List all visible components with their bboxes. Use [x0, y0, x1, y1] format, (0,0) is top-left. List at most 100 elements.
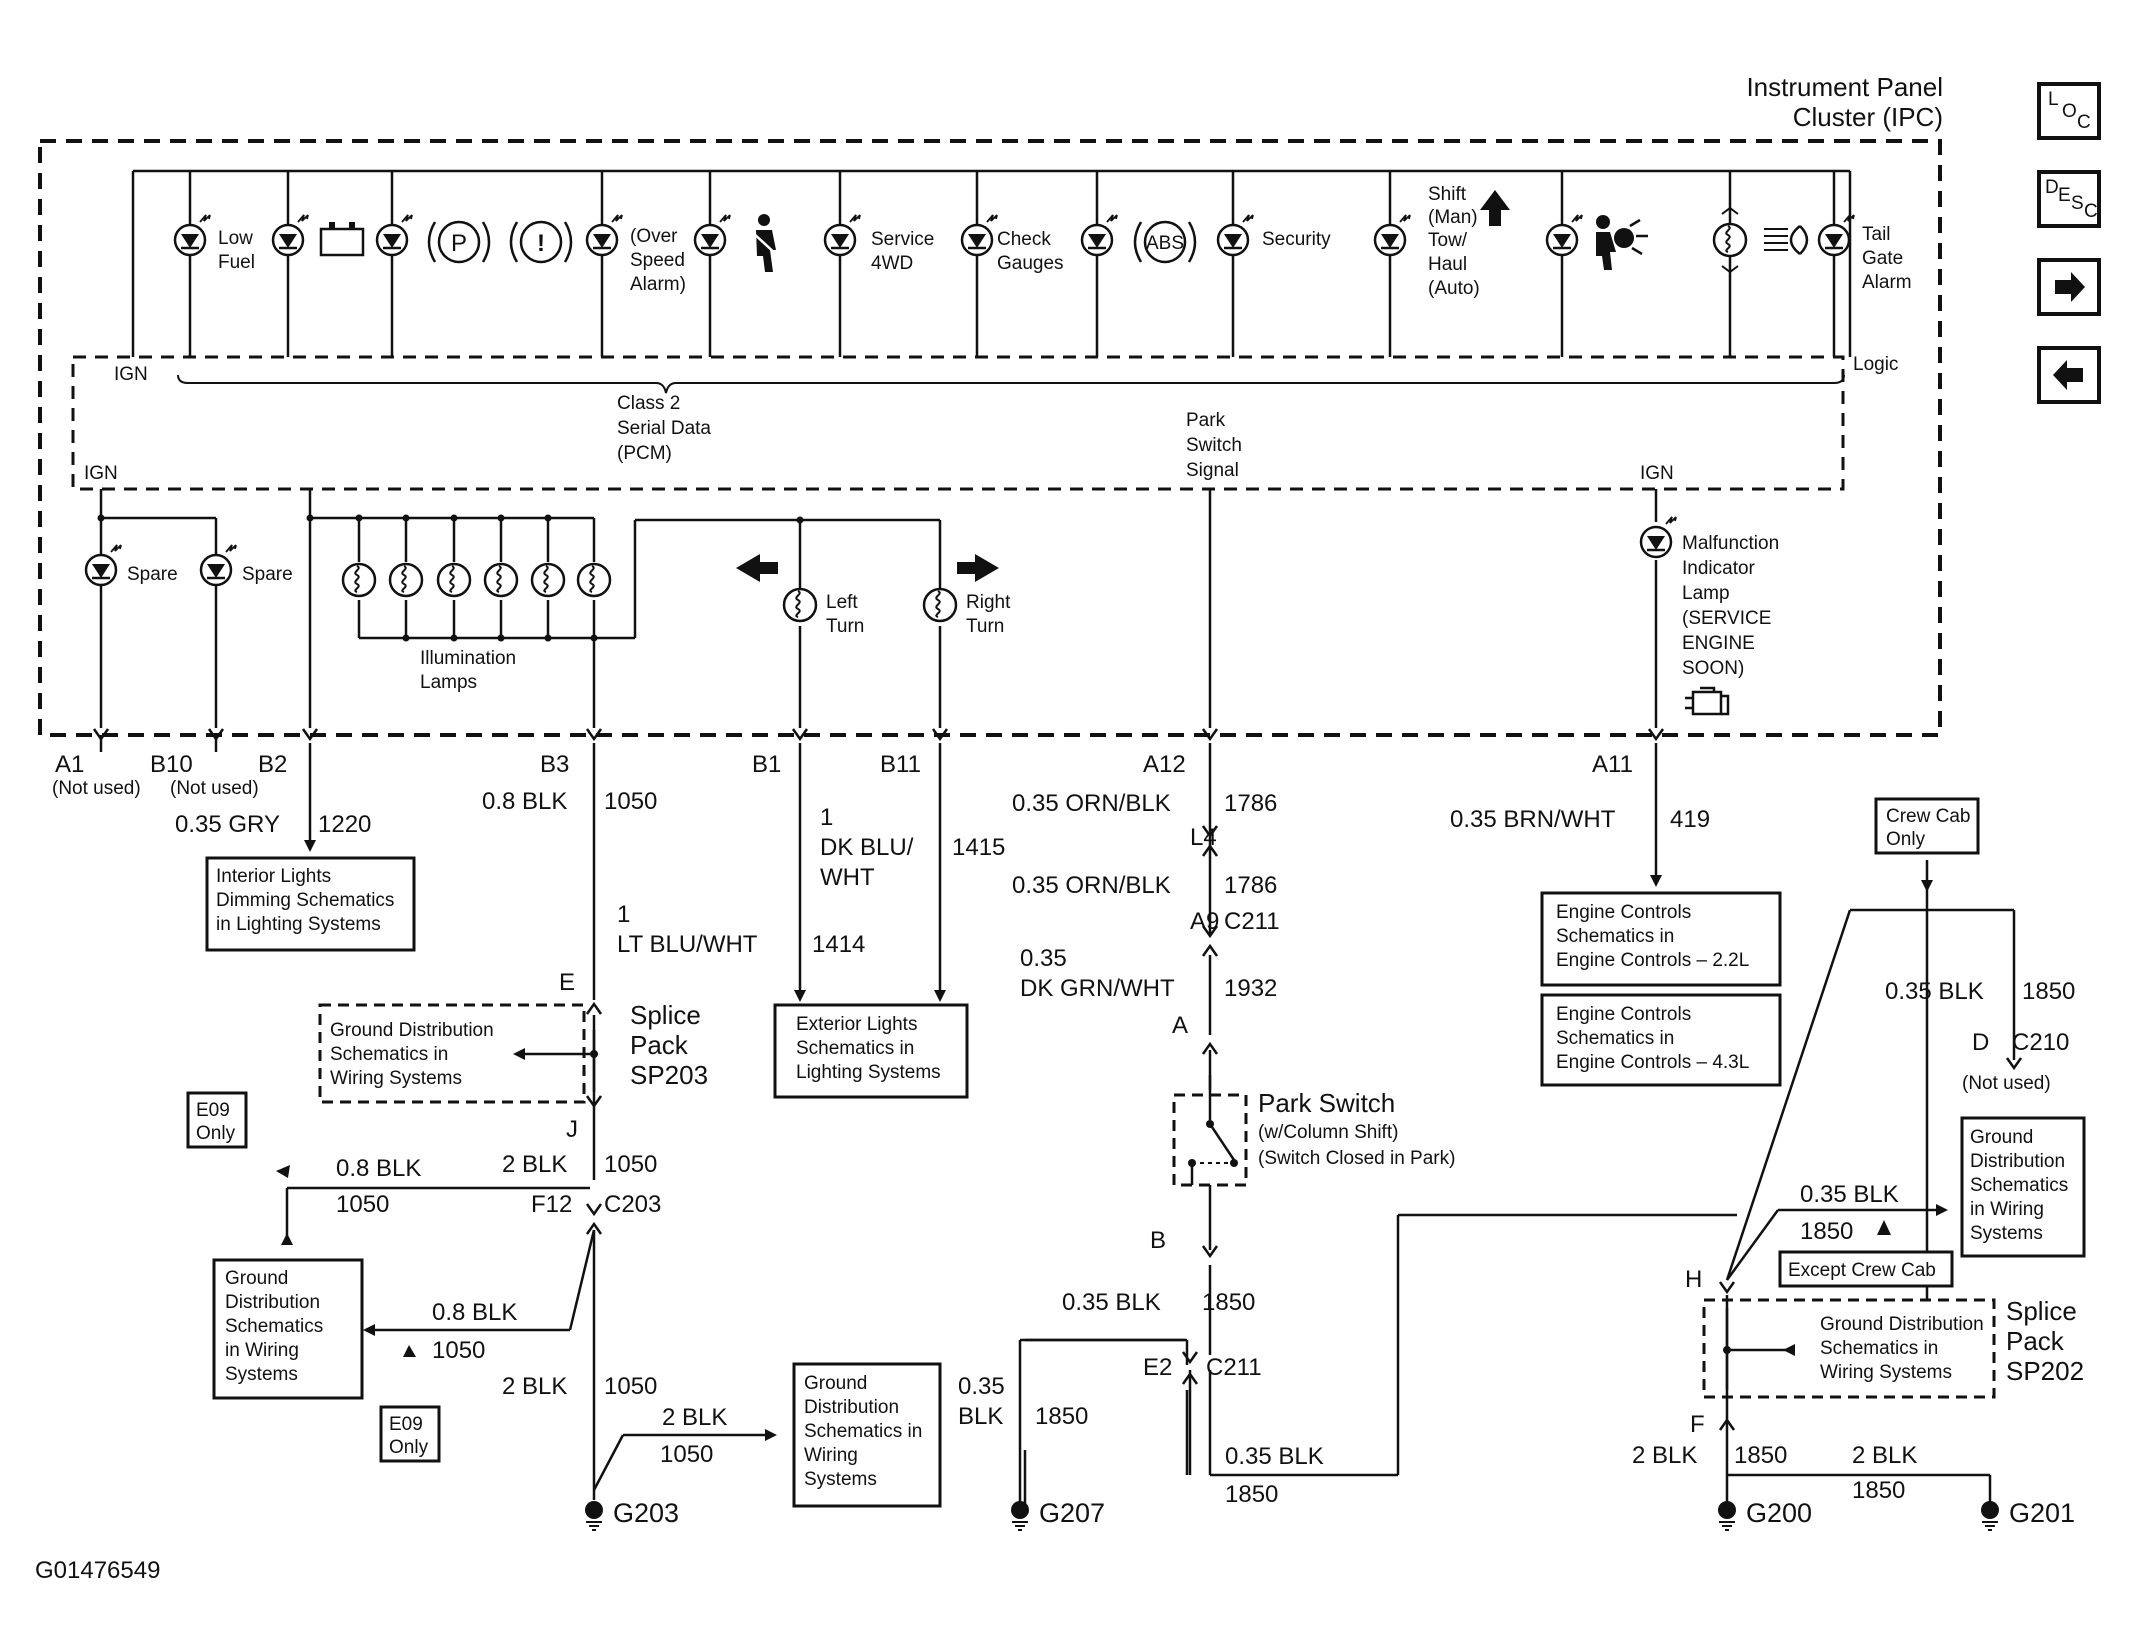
mil-label-4: (SERVICE	[1682, 608, 1771, 629]
gd-mid-3: Schematics in	[804, 1421, 922, 1442]
security-lamp-icon	[1216, 213, 1255, 257]
wire-left1-color: 0.8 BLK	[336, 1155, 421, 1182]
spare-lamp-1-icon	[84, 543, 123, 587]
tail-gate-label-3: Alarm	[1862, 272, 1912, 293]
sp202-label-3: SP202	[2006, 1356, 2084, 1386]
service-4wd-label-1: Service	[871, 229, 934, 250]
check-gauges-label-1: Check	[997, 229, 1051, 250]
wire-g207-color: BLK	[958, 1403, 1003, 1430]
shift-lamp-icon	[1373, 213, 1412, 257]
wire-left2-color: 0.8 BLK	[432, 1299, 517, 1326]
description-button[interactable]: D E S C	[2037, 170, 2101, 228]
brake-warning-mark: !	[537, 230, 545, 257]
engine22-1: Engine Controls	[1556, 902, 1691, 923]
label-f: F	[1690, 1411, 1705, 1438]
e09-top-2: Only	[196, 1123, 236, 1144]
high-beam-bulb-pins	[1721, 206, 1739, 274]
ground-g200-label: G200	[1746, 1498, 1812, 1528]
park-switch-sub-1: (w/Column Shift)	[1258, 1122, 1398, 1143]
park-signal-label-3: Signal	[1186, 460, 1239, 481]
gd-sp202-3: Wiring Systems	[1820, 1362, 1952, 1383]
illumination-bulb-5-icon	[530, 562, 566, 598]
crew-cab-1: Crew Cab	[1886, 806, 1970, 827]
seatbelt-icon	[751, 214, 779, 272]
wire-g207-circuit: 1850	[1035, 1403, 1088, 1430]
description-letter-2: E	[2058, 185, 2071, 206]
illumination-bulb-4-icon	[483, 562, 519, 598]
lower-ipc-wiring	[99, 489, 1658, 728]
except-crew-cab-box	[1778, 1250, 1954, 1288]
ground-g207-icon	[1010, 1500, 1030, 1531]
location-letter-1: L	[2048, 89, 2059, 110]
wire-arrows	[276, 840, 1948, 1441]
park-brake-lamp-icon	[375, 213, 414, 257]
interior-3: in Lighting Systems	[216, 914, 381, 935]
gd-sp202-1: Ground Distribution	[1820, 1314, 1984, 1335]
next-page-button[interactable]	[2037, 258, 2101, 316]
wire-1414-circuit: 1414	[812, 931, 865, 958]
gd-mid-4: Wiring	[804, 1445, 858, 1466]
ground-g203-icon	[584, 1500, 604, 1531]
crew-cab-2: Only	[1886, 829, 1926, 850]
ign-label-right: IGN	[1640, 463, 1674, 484]
wire-left2-circuit: 1050	[432, 1337, 485, 1364]
label-c210: C210	[2012, 1029, 2069, 1056]
wire-j-color: 2 BLK	[502, 1151, 567, 1178]
wire-g201-circuit: 1850	[1852, 1477, 1905, 1504]
exterior-2: Schematics in	[796, 1038, 914, 1059]
wire-419-color: 0.35 BRN/WHT	[1450, 806, 1616, 833]
connector-labels-lower: L4 A9 C211 A B E2 C211 E J F12 C203 D C2…	[531, 824, 2069, 1438]
wire-1786a-color: 0.35 ORN/BLK	[1012, 790, 1171, 817]
ipc-title-line2: Cluster (IPC)	[1793, 102, 1943, 132]
wire-bottom-circuit: 1850	[1225, 1481, 1278, 1508]
label-a11: A11	[1592, 751, 1633, 778]
gd-left-5: Systems	[225, 1364, 298, 1385]
abs-icon: ABS	[1133, 220, 1197, 264]
wire-f-circuit: 1850	[1734, 1442, 1787, 1469]
reference-boxes	[186, 797, 2086, 1508]
gd-sp203-1: Ground Distribution	[330, 1020, 494, 1041]
charge-lamp-icon	[271, 213, 310, 257]
description-letter-4: C	[2084, 201, 2098, 222]
label-b1: B1	[752, 751, 781, 778]
over-speed-lamp-icon	[585, 213, 624, 257]
gd-left-2: Distribution	[225, 1292, 320, 1313]
sp202-label-1: Splice	[2006, 1296, 2077, 1326]
battery-icon	[319, 222, 365, 257]
location-letter-3: C	[2077, 112, 2091, 133]
service-4wd-label-2: 4WD	[871, 253, 913, 274]
label-c211-bottom: C211	[1206, 1354, 1262, 1381]
previous-page-button[interactable]	[2037, 346, 2101, 404]
wire-b-down-color: 0.35 BLK	[1062, 1289, 1161, 1316]
wire-b-down-circuit: 1850	[1202, 1289, 1255, 1316]
gd-left-1: Ground	[225, 1268, 288, 1289]
airbag-lamp-icon	[1545, 213, 1584, 257]
label-a12: A12	[1143, 751, 1186, 778]
gd-mid-1: Ground	[804, 1373, 867, 1394]
label-b2: B2	[258, 751, 287, 778]
mil-label-3: Lamp	[1682, 583, 1730, 604]
spare-label-1: Spare	[127, 564, 178, 585]
wire-1050-circuit: 1050	[604, 788, 657, 815]
park-switch-title: Park Switch	[1258, 1088, 1395, 1118]
class2-label-2: Serial Data	[617, 418, 711, 439]
ground-g207-label: G207	[1039, 1498, 1105, 1528]
pin-h	[1718, 1280, 1736, 1294]
shift-label-4: Haul	[1428, 254, 1467, 275]
wire-g207-size: 0.35	[958, 1373, 1005, 1400]
location-button[interactable]: L O C	[2037, 82, 2101, 140]
engine43-3: Engine Controls – 4.3L	[1556, 1052, 1749, 1073]
class2-brace	[177, 374, 1845, 394]
pin-e2-in	[1181, 1350, 1199, 1364]
mil-label: Malfunction Indicator Lamp (SERVICE ENGI…	[1682, 533, 1779, 679]
wire-1415-circuit: 1415	[952, 834, 1005, 861]
gd-right-5: Systems	[1970, 1223, 2043, 1244]
wire-1050-color: 0.8 BLK	[482, 788, 567, 815]
wire-j-circuit: 1050	[604, 1151, 657, 1178]
logic-module: IGN Logic Class 2 Serial Data (PCM) Park…	[84, 354, 1898, 484]
right-turn-label-2: Turn	[966, 616, 1004, 637]
wire-1415-color-1: DK BLU/	[820, 834, 914, 861]
ign-label-left: IGN	[84, 463, 118, 484]
check-gauges-label-2: Gauges	[997, 253, 1064, 274]
left-turn-bulb-icon	[782, 587, 818, 623]
